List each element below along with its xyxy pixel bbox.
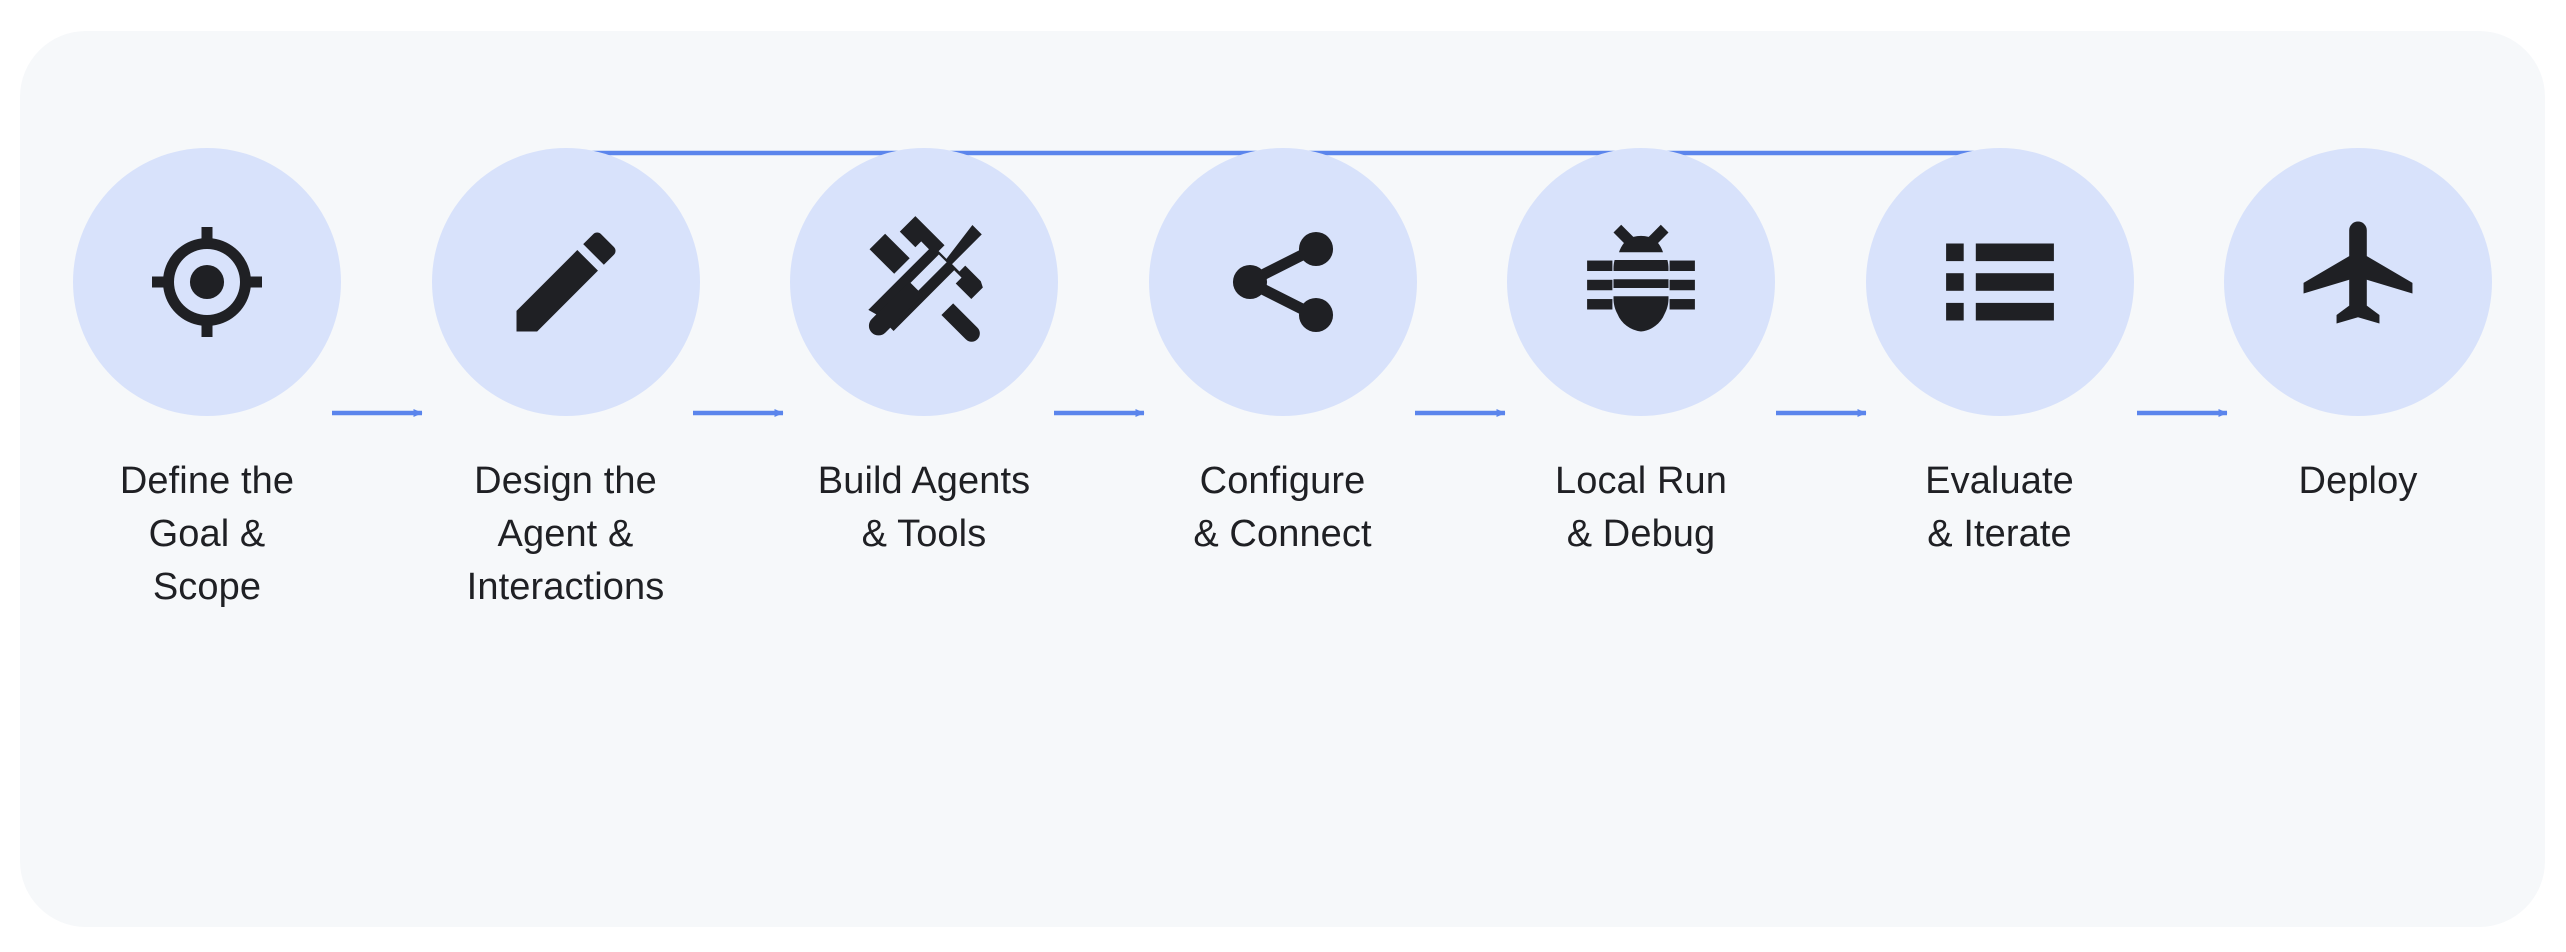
step-label: Design the Agent & Interactions xyxy=(466,460,665,608)
step-icon-bubble xyxy=(790,148,1058,416)
step-local-run-debug[interactable]: Local Run & Debug xyxy=(1496,31,1786,561)
step-icon-bubble xyxy=(73,148,341,416)
step-icon-bubble xyxy=(1865,148,2134,416)
hammer-wrench-icon xyxy=(858,216,990,348)
step-label: Define the Goal & Scope xyxy=(119,460,295,608)
step-label: Evaluate & Iterate xyxy=(1925,460,2074,555)
list-icon xyxy=(1934,216,2066,348)
step-label: Build Agents & Tools xyxy=(817,460,1031,555)
step-icon-bubble xyxy=(1507,148,1775,416)
step-icon-bubble xyxy=(2224,148,2492,416)
step-define-goal-scope[interactable]: Define the Goal & Scope xyxy=(62,31,352,614)
target-icon xyxy=(141,216,273,348)
step-icon-bubble xyxy=(1148,148,1417,416)
share-nodes-icon xyxy=(1217,216,1349,348)
step-build-agents-tools[interactable]: Build Agents & Tools xyxy=(779,31,1069,561)
step-label: Deploy xyxy=(2298,460,2418,502)
step-deploy[interactable]: Deploy xyxy=(2213,31,2503,508)
step-evaluate-iterate[interactable]: Evaluate & Iterate xyxy=(1855,31,2145,561)
step-label: Local Run & Debug xyxy=(1554,460,1727,555)
step-flow: Define the Goal & Scope Design the Agent… xyxy=(20,31,2545,927)
step-label: Configure & Connect xyxy=(1193,460,1372,555)
pencil-icon xyxy=(500,216,632,348)
step-configure-connect[interactable]: Configure & Connect xyxy=(1138,31,1428,561)
airplane-icon xyxy=(2292,216,2424,348)
step-icon-bubble xyxy=(431,148,700,416)
step-design-agent-interactions[interactable]: Design the Agent & Interactions xyxy=(421,31,711,614)
bug-icon xyxy=(1575,216,1707,348)
